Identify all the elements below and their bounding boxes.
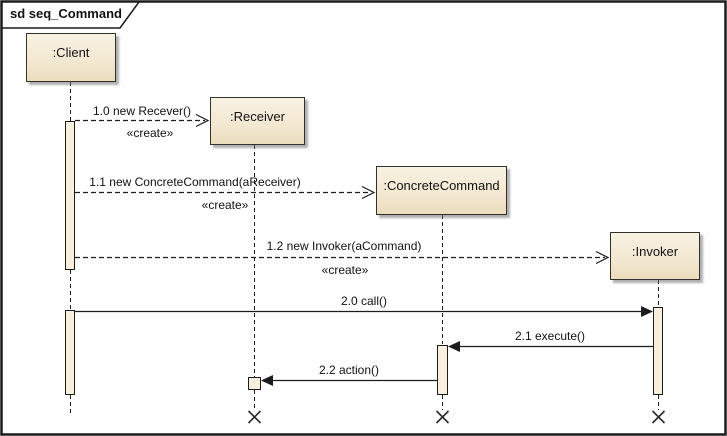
message-label-new-concretecommand: 1.1 new ConcreteCommand(aReceiver) — [89, 175, 301, 189]
activation-square-receiver — [248, 377, 261, 390]
lifeline-head-receiver[interactable]: :Receiver — [210, 97, 305, 145]
diagram-frame-title: sd seq_Command — [10, 6, 122, 21]
destroy-cross-receiver-icon — [247, 410, 262, 424]
destroy-cross-concretecommand-icon — [435, 410, 450, 424]
frame-title-tab — [1, 1, 141, 29]
activation-bar-concretecommand — [437, 345, 448, 395]
activation-bar-client-1 — [65, 121, 75, 270]
lifeline-client-label: :Client — [52, 45, 90, 60]
lifeline-concretecommand-label: :ConcreteCommand — [383, 178, 500, 193]
message-label-execute: 2.1 execute() — [514, 329, 586, 343]
lifeline-head-invoker[interactable]: :Invoker — [610, 232, 700, 280]
message-line-new-receiver[interactable] — [75, 113, 210, 128]
lifeline-receiver-label: :Receiver — [230, 108, 285, 124]
message-line-call[interactable] — [75, 306, 653, 317]
message-stereotype-create-3: «create» — [321, 263, 369, 277]
message-label-new-receiver: 1.0 new Recever() — [92, 104, 192, 118]
activation-bar-invoker — [653, 307, 663, 395]
message-label-action: 2.2 action() — [318, 363, 380, 377]
message-line-new-invoker[interactable] — [75, 250, 610, 265]
lifeline-head-client[interactable]: :Client — [26, 33, 116, 82]
lifeline-head-concretecommand[interactable]: :ConcreteCommand — [376, 166, 507, 215]
message-line-new-concretecommand[interactable] — [75, 185, 376, 200]
message-stereotype-create-2: «create» — [201, 198, 249, 212]
destroy-cross-invoker-icon — [651, 410, 666, 424]
message-label-call: 2.0 call() — [340, 294, 388, 308]
lifeline-invoker-label: :Invoker — [631, 243, 679, 259]
message-line-execute[interactable] — [448, 341, 653, 352]
activation-bar-client-2 — [65, 310, 75, 395]
message-line-action[interactable] — [261, 375, 437, 386]
message-stereotype-create-1: «create» — [126, 126, 174, 140]
message-label-new-invoker: 1.2 new Invoker(aCommand) — [266, 239, 422, 253]
